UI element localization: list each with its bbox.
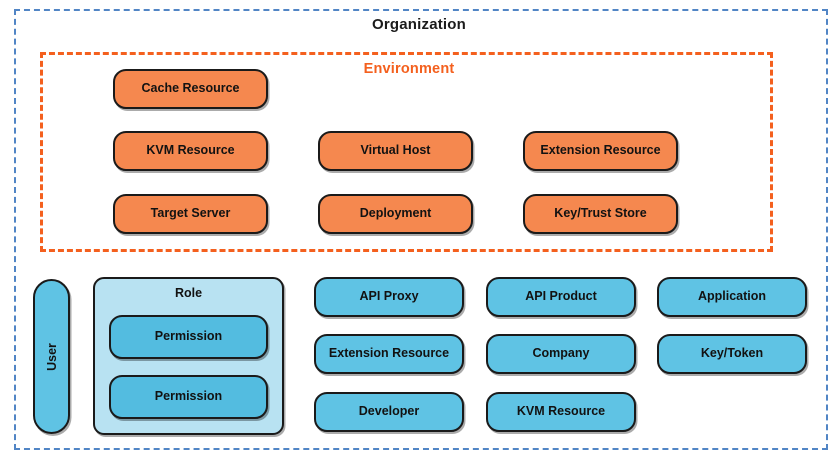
environment-node-label: Virtual Host bbox=[360, 143, 431, 158]
environment-node[interactable]: Target Server bbox=[113, 194, 268, 234]
environment-node[interactable]: KVM Resource bbox=[113, 131, 268, 171]
organization-node[interactable]: Application bbox=[657, 277, 807, 317]
environment-node-label: Extension Resource bbox=[540, 143, 661, 158]
environment-node[interactable]: Cache Resource bbox=[113, 69, 268, 109]
permission-node-label: Permission bbox=[154, 389, 223, 404]
organization-node[interactable]: Company bbox=[486, 334, 636, 374]
organization-node[interactable]: API Proxy bbox=[314, 277, 464, 317]
organization-node-label: Developer bbox=[358, 404, 420, 419]
organization-node[interactable]: Developer bbox=[314, 392, 464, 432]
environment-node-label: Target Server bbox=[150, 206, 231, 221]
environment-node[interactable]: Virtual Host bbox=[318, 131, 473, 171]
organization-node[interactable]: API Product bbox=[486, 277, 636, 317]
environment-node[interactable]: Key/Trust Store bbox=[523, 194, 678, 234]
organization-title: Organization bbox=[371, 16, 467, 33]
organization-node-label: Extension Resource bbox=[328, 346, 450, 361]
permission-node-label: Permission bbox=[154, 329, 223, 344]
organization-node[interactable]: KVM Resource bbox=[486, 392, 636, 432]
organization-node-label: API Product bbox=[525, 289, 597, 304]
environment-title: Environment bbox=[363, 61, 455, 77]
organization-node-label: KVM Resource bbox=[516, 404, 606, 419]
organization-node-label: API Proxy bbox=[359, 289, 419, 304]
permission-node[interactable]: Permission bbox=[109, 375, 268, 419]
organization-node[interactable]: Extension Resource bbox=[314, 334, 464, 374]
node-user-label: User bbox=[44, 342, 59, 371]
organization-boundary bbox=[14, 9, 828, 450]
organization-node-label: Company bbox=[532, 346, 590, 361]
node-user[interactable]: User bbox=[33, 279, 70, 434]
organization-node-label: Application bbox=[697, 289, 767, 304]
environment-node-label: Deployment bbox=[359, 206, 432, 221]
environment-node-label: Key/Trust Store bbox=[554, 206, 647, 221]
organization-node-label: Key/Token bbox=[700, 346, 764, 361]
environment-boundary bbox=[40, 52, 773, 252]
permission-node[interactable]: Permission bbox=[109, 315, 268, 359]
environment-node-label: KVM Resource bbox=[146, 143, 235, 158]
role-title: Role bbox=[174, 286, 203, 300]
environment-node[interactable]: Extension Resource bbox=[523, 131, 678, 171]
environment-node-label: Cache Resource bbox=[141, 81, 240, 96]
organization-node[interactable]: Key/Token bbox=[657, 334, 807, 374]
environment-node[interactable]: Deployment bbox=[318, 194, 473, 234]
